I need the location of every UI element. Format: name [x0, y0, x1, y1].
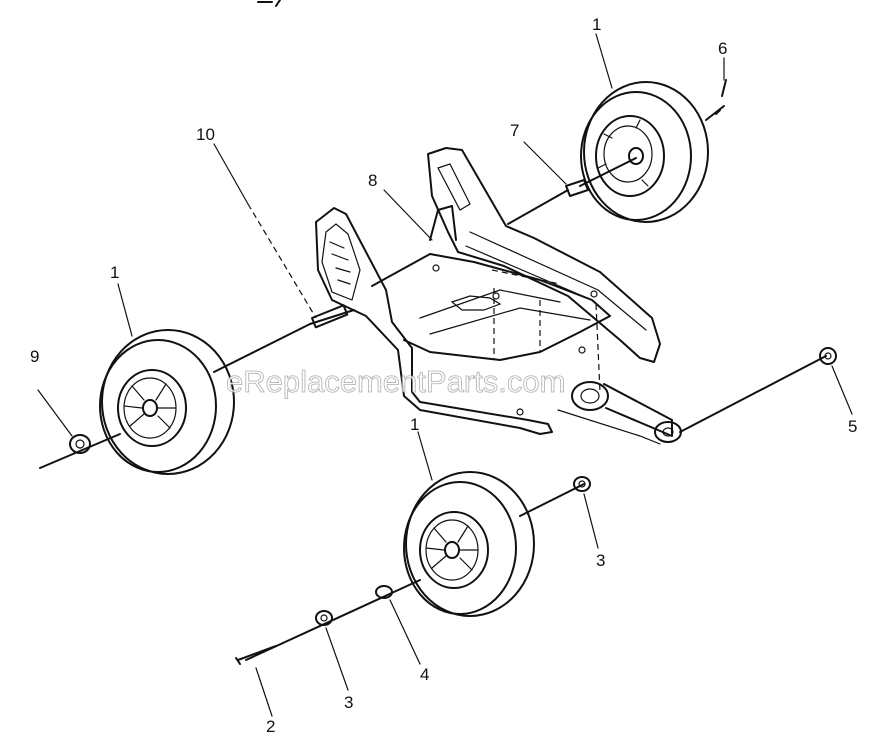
callout-4: 4: [420, 665, 429, 684]
callout-1-top: 1: [592, 15, 601, 34]
leader-lines: [37, 33, 853, 717]
callout-6: 6: [718, 39, 727, 58]
cropped-mark: [257, 0, 281, 7]
callout-10: 10: [196, 125, 215, 144]
hardware: [69, 79, 837, 665]
callout-2: 2: [266, 717, 275, 736]
wheel-top-right: [580, 81, 709, 223]
callout-9: 9: [30, 347, 39, 366]
callout-8: 8: [368, 171, 377, 190]
callout-1-front: 1: [410, 415, 419, 434]
wheel-front: [403, 471, 535, 617]
callout-5: 5: [848, 417, 857, 436]
callout-labels: 1 1 1 2 3 3 4 5 6 7 8 9 10: [30, 15, 857, 736]
wheel-left: [99, 329, 235, 475]
callout-1-left: 1: [110, 263, 119, 282]
callout-3-left: 3: [344, 693, 353, 712]
chassis-frame: [315, 147, 682, 445]
watermark-text: eReplacementParts.com: [226, 364, 565, 399]
callout-7: 7: [510, 121, 519, 140]
callout-3-right: 3: [596, 551, 605, 570]
